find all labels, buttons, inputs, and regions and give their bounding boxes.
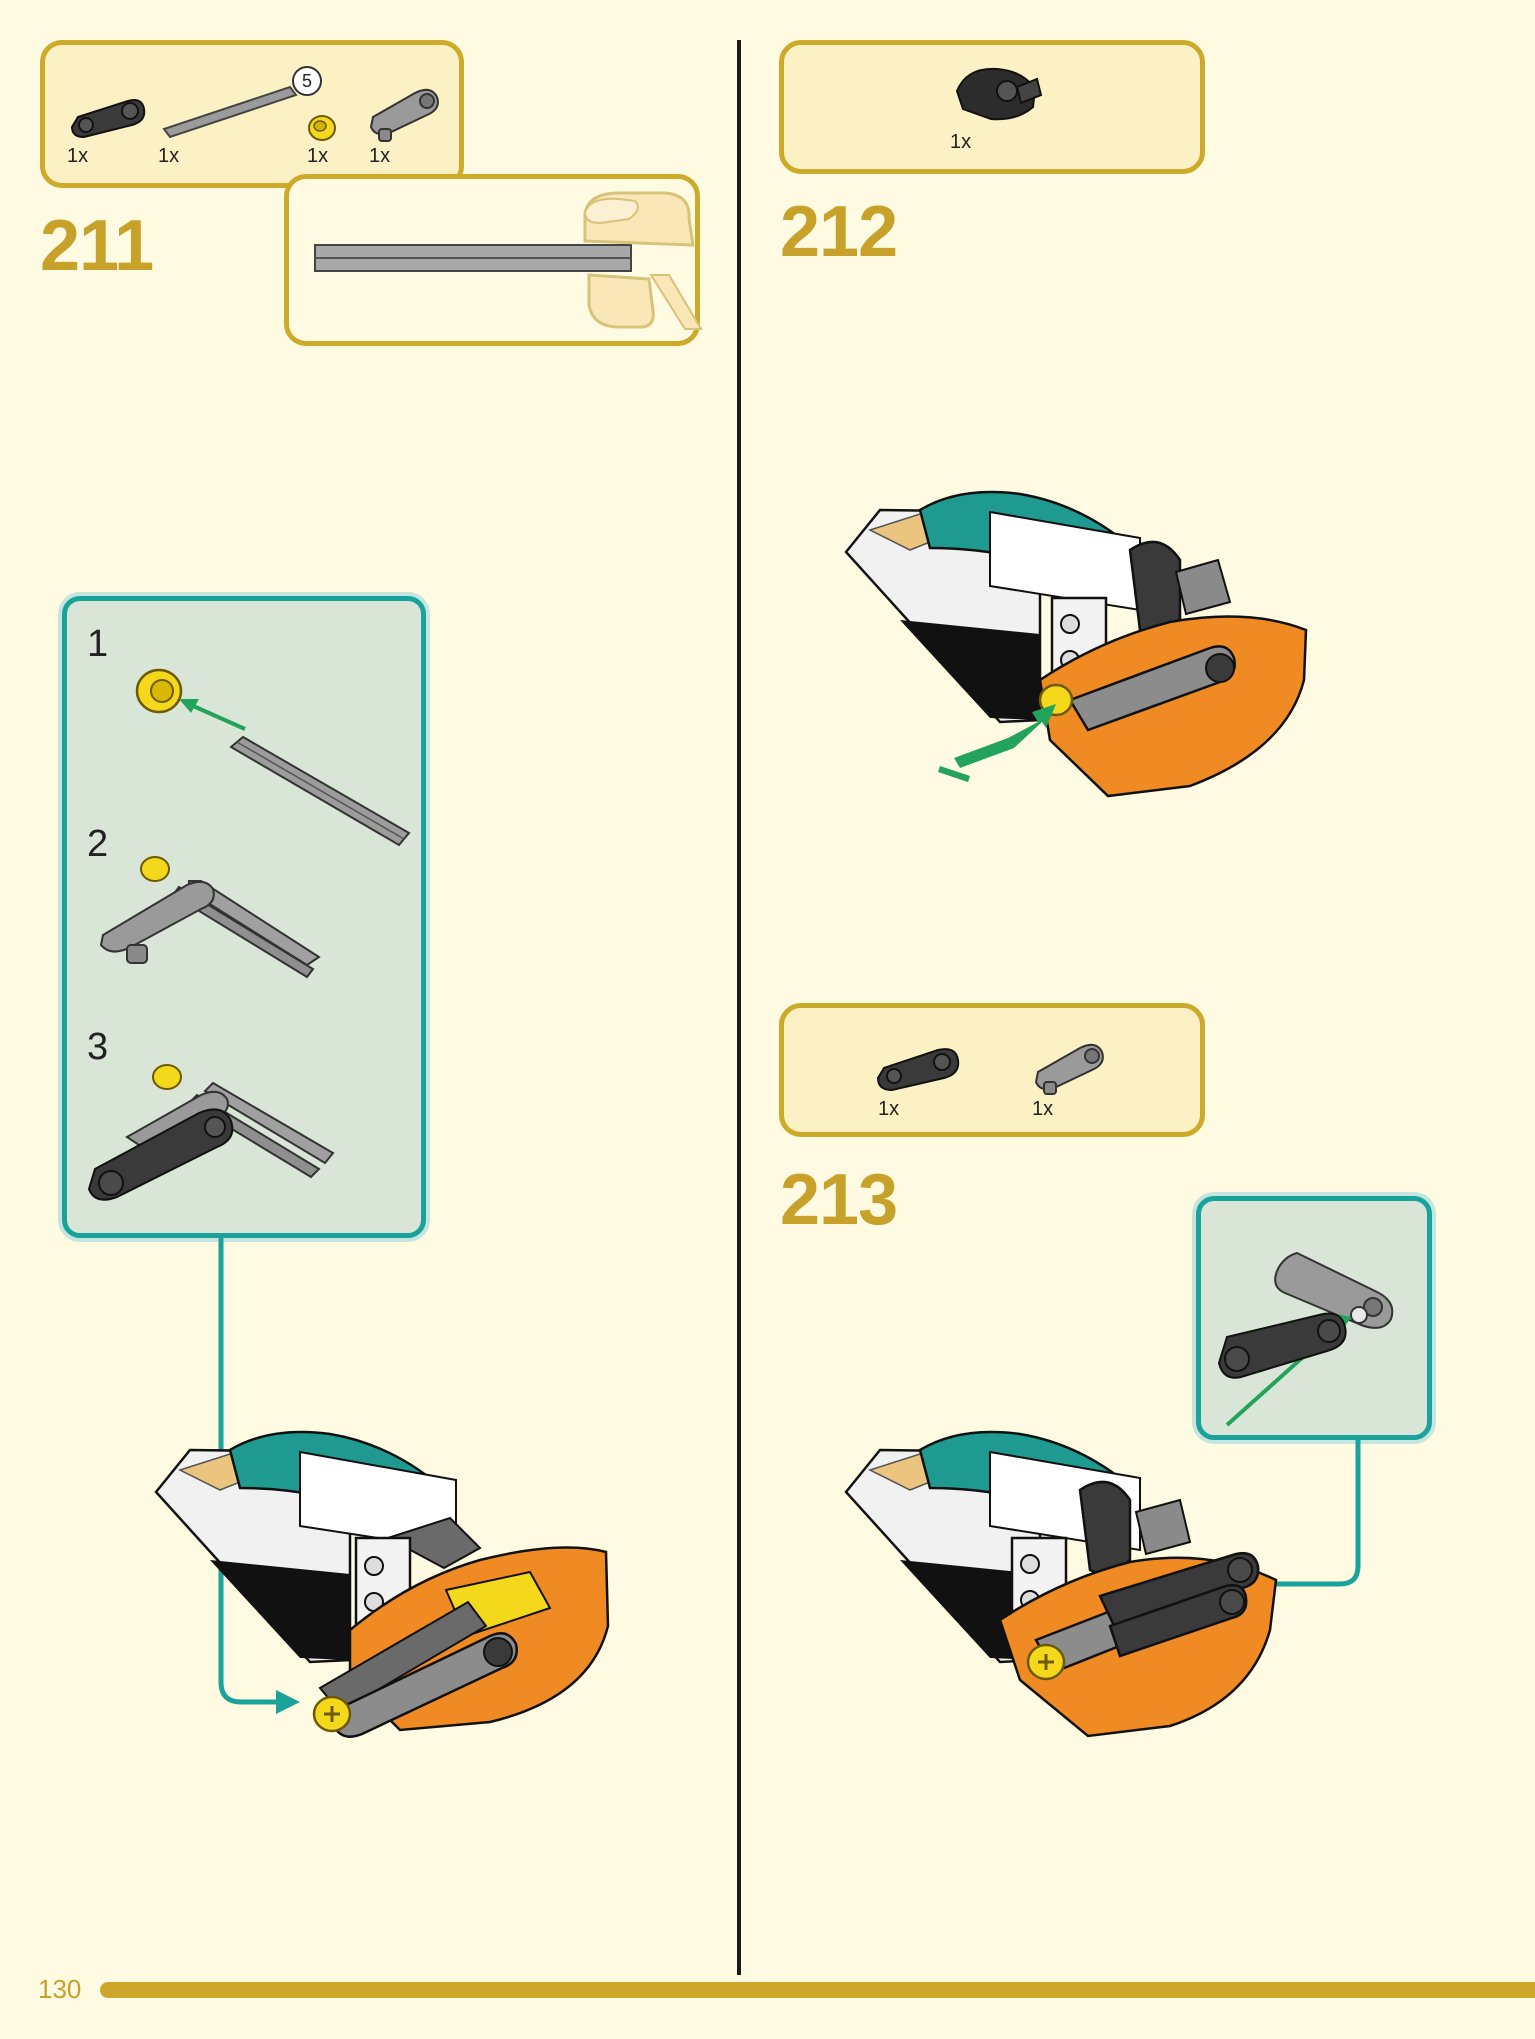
part-qty: 1x (158, 145, 180, 167)
insert-arrow (1008, 704, 1056, 748)
dark-beam-connector-icon (876, 1048, 960, 1092)
step-212-model-illustration (844, 490, 1308, 798)
dark-beam-connector-icon (70, 99, 146, 139)
footer-bar (100, 1982, 1535, 1998)
step-number: 212 (780, 192, 898, 272)
axle-length-circle: 5 (292, 66, 322, 96)
substep-number: 3 (87, 1026, 109, 1068)
substep-number: 2 (87, 823, 109, 865)
step-212-parts-box: 1x (779, 40, 1205, 174)
part-qty: 1x (307, 145, 329, 167)
yellow-bush-icon (308, 115, 336, 141)
step-211-model-illustration (154, 1430, 610, 1738)
axle-length-reference (314, 191, 703, 330)
step-number: 213 (780, 1160, 898, 1240)
part-qty: 1x (1032, 1098, 1054, 1120)
part-qty: 1x (67, 145, 89, 167)
step-213-model-illustration (844, 1430, 1278, 1738)
subassembly-213-illustration (1217, 1251, 1394, 1427)
step-213-parts-box: 1x 1x (779, 1003, 1205, 1137)
gray-axle-connector-icon (1034, 1043, 1104, 1095)
step-213-subassembly-box (1196, 1196, 1432, 1440)
substep-2-illustration (99, 856, 321, 979)
part-qty: 1x (878, 1098, 900, 1120)
substep-1-illustration (135, 668, 411, 847)
black-steering-hub-icon (955, 67, 1043, 121)
axle-length-label: 5 (301, 71, 312, 91)
column-divider (737, 40, 741, 1975)
page-number: 130 (38, 1974, 82, 2004)
axle-length-check-box (284, 174, 703, 346)
step-211-parts-box: 1x 5 1x 1x 1x (40, 40, 464, 188)
substep-3-illustration (87, 1064, 335, 1201)
part-qty: 1x (369, 145, 391, 167)
step-211-subassembly-box: 1 2 3 (62, 596, 426, 1238)
step-number: 211 (40, 206, 154, 286)
substep-number: 1 (87, 623, 109, 665)
finger-bottom (587, 273, 655, 329)
gray-axle-icon (162, 85, 298, 139)
gray-axle-connector-icon (369, 88, 439, 142)
part-qty: 1x (950, 131, 972, 153)
